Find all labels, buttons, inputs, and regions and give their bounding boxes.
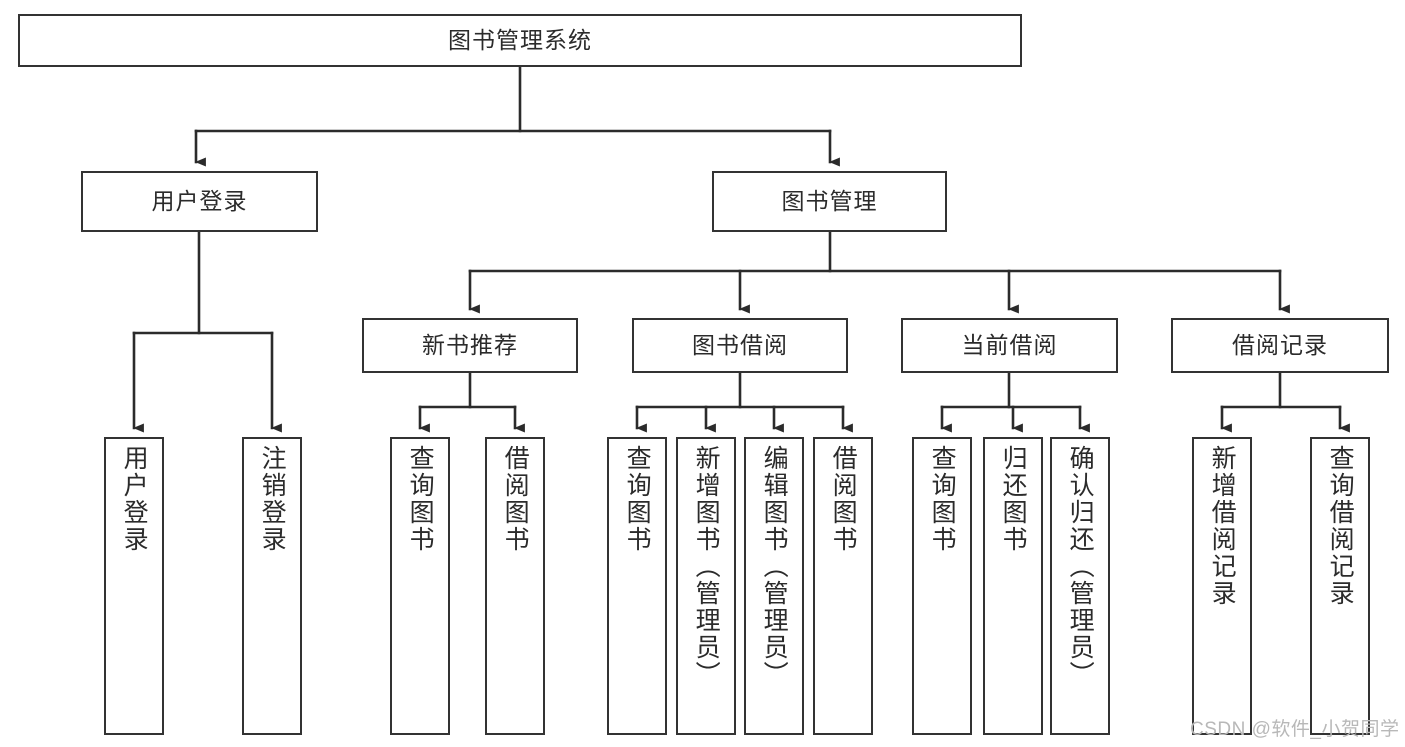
node-leaf-borrow-book[interactable]: 借阅图书	[813, 437, 873, 735]
node-book-borrow[interactable]: 图书借阅	[632, 318, 848, 373]
node-leaf-query-book-rec[interactable]: 查询图书	[390, 437, 450, 735]
node-leaf-query-book-cur-label: 查询图书	[928, 445, 957, 553]
csdn-watermark: CSDN @软件_小贺同学	[1190, 719, 1400, 740]
node-borrow-record[interactable]: 借阅记录	[1171, 318, 1389, 373]
node-new-book-rec[interactable]: 新书推荐	[362, 318, 578, 373]
node-leaf-user-logout-label: 注销登录	[258, 445, 287, 553]
node-leaf-borrow-book-label: 借阅图书	[829, 445, 858, 553]
node-leaf-query-borrow-record-label: 查询借阅记录	[1326, 445, 1355, 607]
node-book-borrow-label: 图书借阅	[692, 331, 788, 358]
node-book-manage[interactable]: 图书管理	[712, 171, 947, 232]
node-leaf-query-book-borrow[interactable]: 查询图书	[607, 437, 667, 735]
node-leaf-query-book-borrow-label: 查询图书	[623, 445, 652, 553]
node-user-login[interactable]: 用户登录	[81, 171, 318, 232]
node-leaf-add-borrow-record-label: 新增借阅记录	[1208, 445, 1237, 607]
node-root[interactable]: 图书管理系统	[18, 14, 1022, 67]
node-leaf-confirm-return-label: 确认归还（管理员）	[1066, 445, 1095, 688]
node-user-login-label: 用户登录	[151, 187, 248, 214]
node-current-borrow-label: 当前借阅	[961, 331, 1058, 358]
node-leaf-add-borrow-record[interactable]: 新增借阅记录	[1192, 437, 1252, 735]
node-current-borrow[interactable]: 当前借阅	[901, 318, 1118, 373]
node-leaf-user-login[interactable]: 用户登录	[104, 437, 164, 735]
node-leaf-add-book-label: 新增图书（管理员）	[692, 445, 721, 688]
node-leaf-query-book-cur[interactable]: 查询图书	[912, 437, 972, 735]
node-leaf-borrow-book-rec-label: 借阅图书	[501, 445, 530, 553]
node-leaf-user-login-label: 用户登录	[120, 445, 149, 553]
node-leaf-add-book[interactable]: 新增图书（管理员）	[676, 437, 736, 735]
node-leaf-return-book-label: 归还图书	[999, 445, 1028, 553]
node-leaf-return-book[interactable]: 归还图书	[983, 437, 1043, 735]
node-leaf-edit-book[interactable]: 编辑图书（管理员）	[744, 437, 804, 735]
node-root-label: 图书管理系统	[448, 26, 592, 53]
node-book-manage-label: 图书管理	[781, 187, 878, 214]
node-borrow-record-label: 借阅记录	[1232, 331, 1328, 358]
node-leaf-confirm-return[interactable]: 确认归还（管理员）	[1050, 437, 1110, 735]
node-leaf-query-borrow-record[interactable]: 查询借阅记录	[1310, 437, 1370, 735]
node-leaf-borrow-book-rec[interactable]: 借阅图书	[485, 437, 545, 735]
node-new-book-rec-label: 新书推荐	[422, 331, 518, 358]
node-leaf-user-logout[interactable]: 注销登录	[242, 437, 302, 735]
node-leaf-query-book-rec-label: 查询图书	[406, 445, 435, 553]
node-leaf-edit-book-label: 编辑图书（管理员）	[760, 445, 789, 688]
